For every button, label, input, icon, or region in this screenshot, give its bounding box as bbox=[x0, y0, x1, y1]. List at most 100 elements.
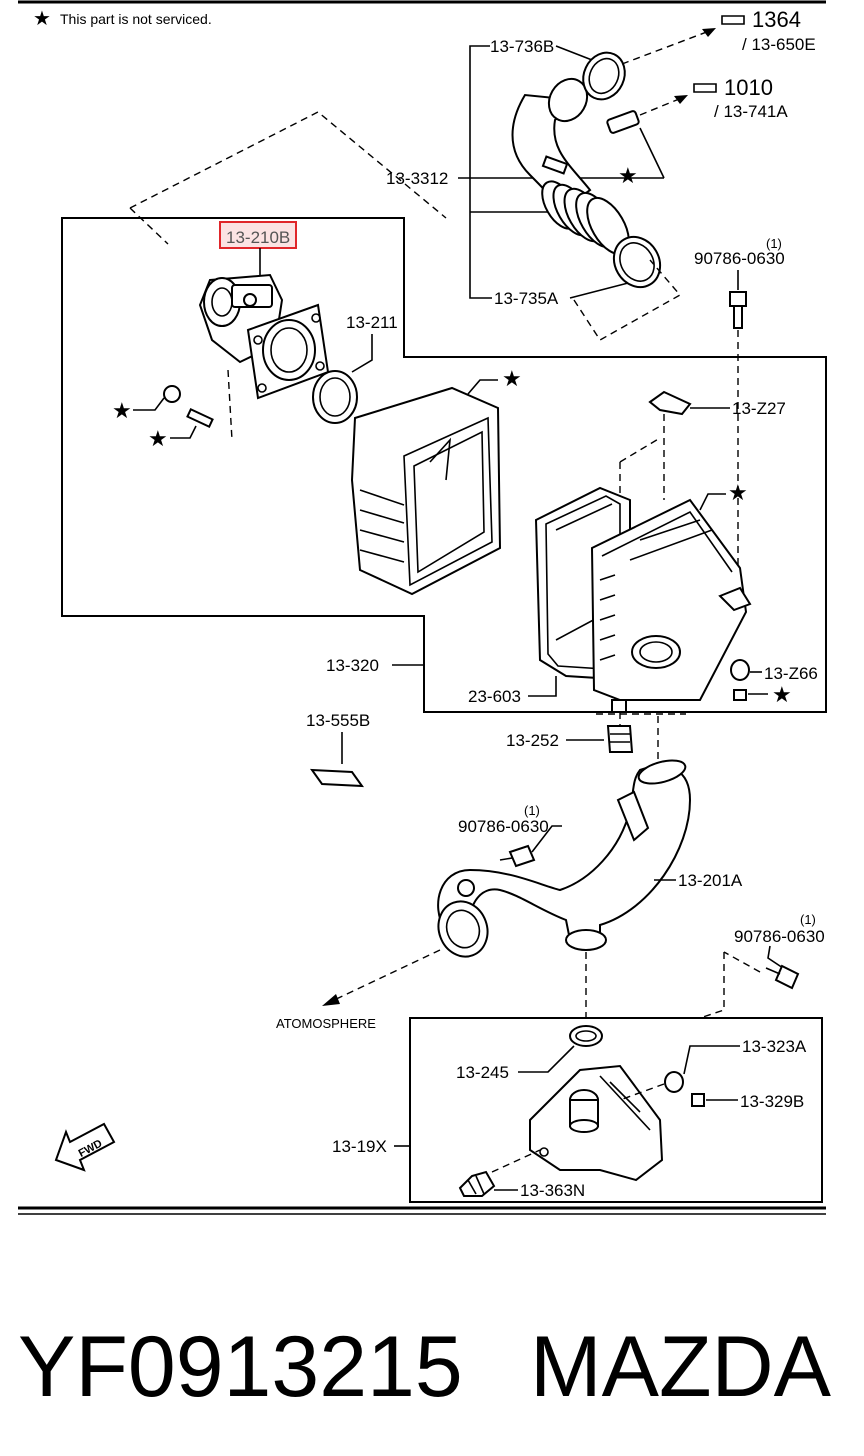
case-foot bbox=[611, 699, 627, 713]
leader-23-603 bbox=[528, 676, 557, 697]
case-outlet bbox=[631, 635, 681, 669]
label-atmosphere: ATOMOSPHERE bbox=[276, 1016, 376, 1031]
label-1010: 1010 bbox=[724, 75, 773, 100]
dash-hose-region bbox=[573, 259, 682, 341]
caption-brand: MAZDA bbox=[530, 1319, 832, 1415]
duct-grommet bbox=[457, 879, 475, 897]
plug-13-363n: 13-363N bbox=[458, 1149, 585, 1200]
dash-stud bbox=[227, 369, 233, 441]
hose-assembly bbox=[458, 28, 716, 341]
clamp-13-245 bbox=[569, 1025, 603, 1047]
assembly-box-13-19x bbox=[409, 1017, 823, 1203]
label-90786-mid: 90786-0630 bbox=[458, 817, 549, 836]
dash-airflow-top bbox=[129, 111, 447, 219]
star-icon-cover: ★ bbox=[502, 366, 522, 391]
bolt-90786-top: (1) 90786-0630 bbox=[694, 236, 785, 610]
arrow-1010 bbox=[674, 95, 688, 104]
leader-323a bbox=[683, 1045, 740, 1075]
label-13-245: 13-245 bbox=[456, 1063, 509, 1082]
duct-side-port bbox=[616, 790, 650, 842]
note-text: This part is not serviced. bbox=[60, 11, 212, 27]
star-icon-3312: ★ bbox=[618, 163, 638, 188]
label-13-201a: 13-201A bbox=[678, 871, 743, 890]
leader-245 bbox=[518, 1045, 575, 1073]
hose-bellows bbox=[541, 180, 630, 256]
pad-13-555b bbox=[309, 768, 365, 788]
label-13-555b: 13-555B bbox=[306, 711, 370, 730]
stud-icon bbox=[186, 407, 214, 429]
label-13-736b: 13-736B bbox=[490, 37, 554, 56]
caption-part-number: YF0913215 bbox=[18, 1319, 463, 1415]
air-cleaner-cover: ★ bbox=[350, 366, 522, 596]
label-13-323a: 13-323A bbox=[742, 1037, 807, 1056]
not-serviced-note: ★ This part is not serviced. bbox=[33, 8, 212, 30]
label-90786-mid-qty: (1) bbox=[524, 803, 540, 818]
label-90786-top-qty: (1) bbox=[766, 236, 782, 251]
forward-arrow-icon bbox=[54, 1122, 116, 1172]
arrow-atmosphere bbox=[322, 994, 340, 1006]
hose-fitting bbox=[606, 110, 640, 134]
duct-lower-port bbox=[565, 929, 607, 951]
grommet-13-z66: 13-Z66 ★ bbox=[730, 659, 818, 707]
label-13-329b: 13-329B bbox=[740, 1092, 804, 1111]
pointing-hand-icon bbox=[721, 15, 745, 25]
bolt-90786-bot: (1) 90786-0630 bbox=[699, 912, 825, 1019]
leader-735a bbox=[569, 281, 633, 299]
leader-736b bbox=[555, 45, 593, 61]
label-13-363n: 13-363N bbox=[520, 1181, 585, 1200]
airflow-meter bbox=[198, 273, 330, 400]
star-icon-stud: ★ bbox=[148, 426, 168, 451]
grommet-13-323a bbox=[664, 1071, 684, 1093]
label-13-z27: 13-Z27 bbox=[732, 399, 786, 418]
star-icon-nut: ★ bbox=[112, 398, 132, 423]
label-13-252: 13-252 bbox=[506, 731, 559, 750]
ref-1010: 1010 / 13-741A bbox=[693, 75, 788, 121]
label-90786-bot: 90786-0630 bbox=[734, 927, 825, 946]
bolt-90786-mid: (1) 90786-0630 bbox=[458, 803, 562, 868]
dash-airflow-left bbox=[129, 207, 169, 245]
dash-to-1364 bbox=[621, 29, 713, 65]
resonator-body bbox=[529, 1064, 664, 1182]
label-23-603: 23-603 bbox=[468, 687, 521, 706]
bolt-bot-icon bbox=[774, 964, 800, 990]
star-icon: ★ bbox=[33, 8, 51, 30]
ref-1364: 1364 / 13-650E bbox=[721, 7, 816, 54]
label-13-19x: 13-19X bbox=[332, 1137, 387, 1156]
air-cleaner-case: ★ bbox=[590, 480, 752, 701]
dash-363n bbox=[491, 1149, 541, 1173]
label-13-210b: 13-210B bbox=[226, 228, 290, 247]
label-13-320: 13-320 bbox=[326, 656, 379, 675]
grommet-13-252 bbox=[606, 725, 634, 753]
label-1364: 1364 bbox=[752, 7, 801, 32]
nut-and-stud: ★ ★ bbox=[112, 369, 233, 451]
dash-to-atmosphere bbox=[329, 949, 441, 1003]
hose-nipple bbox=[541, 155, 569, 175]
pointing-hand-icon-2 bbox=[693, 83, 717, 93]
arrow-1364 bbox=[702, 28, 716, 37]
nut-icon bbox=[163, 385, 181, 403]
bolt-13-329b bbox=[691, 1093, 705, 1107]
dash-z27-b bbox=[619, 437, 661, 463]
leader-bracket-hoses bbox=[469, 45, 492, 299]
label-13-741a: / 13-741A bbox=[714, 102, 788, 121]
dash-bolt-bot bbox=[699, 952, 725, 1019]
hose-end-ring bbox=[547, 77, 589, 123]
label-13-z66: 13-Z66 bbox=[764, 664, 818, 683]
label-13-211: 13-211 bbox=[346, 313, 398, 332]
label-13-735a: 13-735A bbox=[494, 289, 559, 308]
label-90786-top: 90786-0630 bbox=[694, 249, 785, 268]
star-icon-z66: ★ bbox=[772, 682, 792, 707]
highlight-13-210b bbox=[219, 221, 297, 249]
leader-case-star bbox=[699, 493, 726, 511]
clamp-upper bbox=[582, 51, 626, 101]
leader-211 bbox=[351, 334, 373, 373]
fwd-arrow: FWD bbox=[54, 1122, 116, 1172]
label-13-3312: 13-3312 bbox=[386, 169, 448, 188]
leader-cover-star bbox=[467, 379, 498, 395]
dash-bolt-bot-b bbox=[723, 951, 761, 973]
label-90786-bot-qty: (1) bbox=[800, 912, 816, 927]
dash-to-1010 bbox=[639, 96, 685, 116]
label-13-650e: / 13-650E bbox=[742, 35, 816, 54]
